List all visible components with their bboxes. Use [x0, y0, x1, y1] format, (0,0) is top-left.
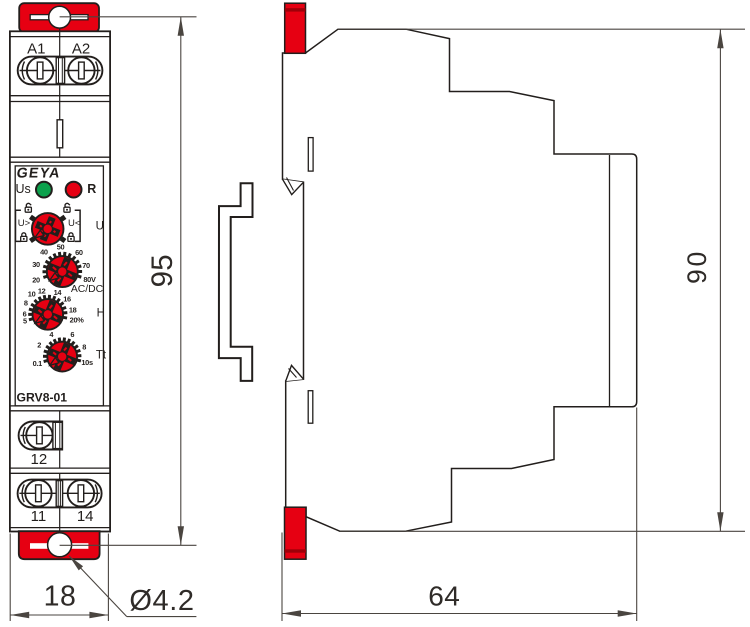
svg-text:4: 4	[49, 330, 54, 339]
svg-text:10: 10	[28, 289, 36, 298]
svg-text:16: 16	[63, 295, 71, 304]
svg-text:Tt: Tt	[96, 349, 107, 361]
svg-text:20%: 20%	[70, 315, 85, 324]
svg-text:6: 6	[23, 310, 27, 319]
svg-text:U: U	[96, 221, 104, 233]
svg-text:8: 8	[82, 343, 86, 352]
svg-text:U<: U<	[68, 218, 81, 229]
svg-text:40: 40	[40, 247, 48, 256]
svg-text:Us: Us	[16, 182, 31, 196]
svg-text:20: 20	[32, 275, 40, 284]
svg-text:18: 18	[44, 581, 77, 613]
svg-text:70: 70	[82, 261, 90, 270]
svg-text:60: 60	[75, 248, 83, 257]
svg-text:10s: 10s	[81, 358, 93, 367]
svg-text:14: 14	[77, 508, 94, 525]
svg-text:95: 95	[146, 254, 179, 287]
svg-text:0.1: 0.1	[33, 359, 43, 368]
svg-text:14: 14	[54, 288, 63, 297]
svg-text:Ø4.2: Ø4.2	[129, 585, 194, 617]
svg-text:A1: A1	[27, 41, 45, 58]
svg-text:6: 6	[70, 330, 74, 339]
svg-text:A2: A2	[72, 41, 90, 58]
svg-text:12: 12	[38, 287, 46, 296]
svg-text:5: 5	[23, 317, 27, 326]
svg-text:H: H	[97, 308, 105, 320]
svg-text:90: 90	[682, 249, 712, 284]
svg-text:R: R	[87, 182, 96, 196]
svg-text:U>: U>	[18, 218, 31, 229]
svg-text:30: 30	[32, 260, 40, 269]
svg-text:11: 11	[31, 508, 47, 525]
svg-text:80V: 80V	[83, 275, 96, 284]
svg-text:50: 50	[57, 243, 65, 252]
svg-text:12: 12	[31, 451, 48, 468]
svg-text:18: 18	[69, 305, 77, 314]
svg-text:64: 64	[428, 581, 460, 612]
svg-text:AC/DC: AC/DC	[71, 284, 104, 295]
svg-text:GEYA: GEYA	[16, 166, 62, 182]
svg-text:8: 8	[24, 299, 28, 308]
svg-text:GRV8-01: GRV8-01	[17, 391, 68, 405]
svg-text:2: 2	[37, 341, 41, 350]
